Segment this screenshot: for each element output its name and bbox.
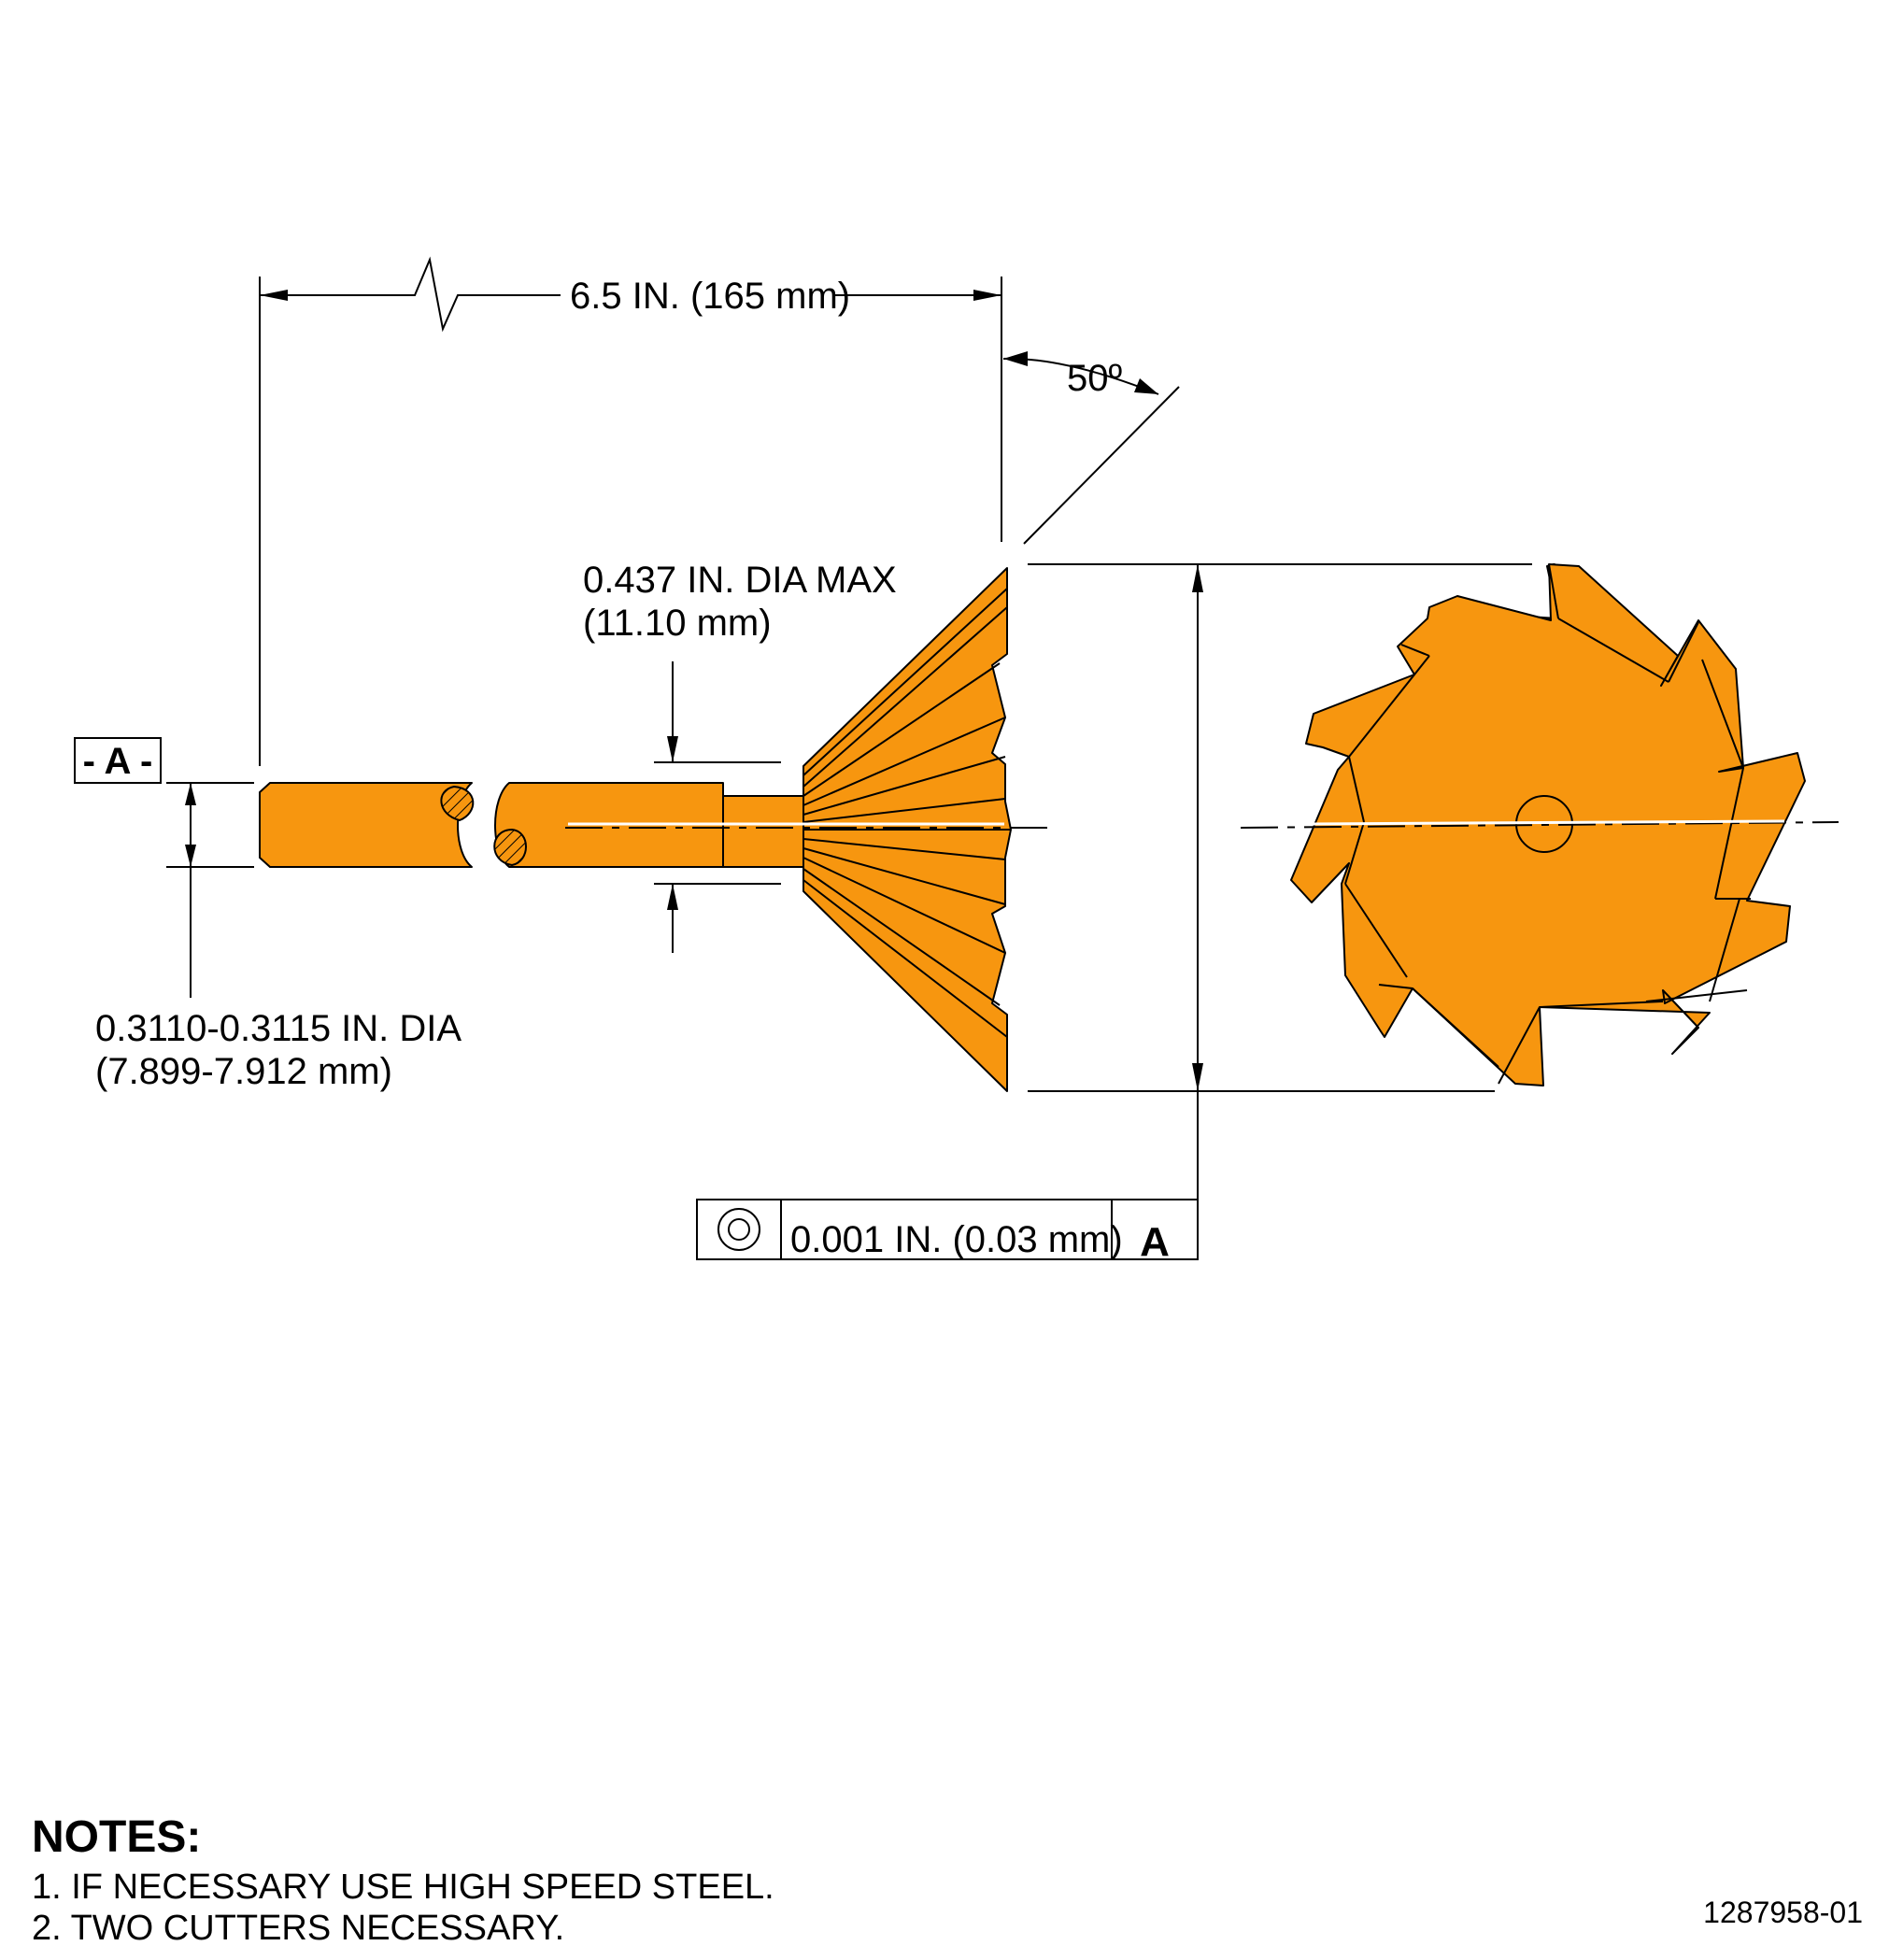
length-dimension: 6.5 IN. (165 mm)	[259, 256, 1002, 766]
end-view	[1240, 563, 1839, 1087]
centerline-end-highlight	[1309, 819, 1785, 826]
shank-dia-dimension: 0.3110-0.3115 IN. DIA (7.899-7.912 mm)	[95, 782, 462, 1092]
notes-block: NOTES: 1. IF NECESSARY USE HIGH SPEED ST…	[32, 1812, 774, 1948]
neck-dia-text: 0.437 IN. DIA MAX	[583, 560, 897, 601]
angle-dimension: 50º	[1002, 351, 1180, 545]
note-item: 1. IF NECESSARY USE HIGH SPEED STEEL.	[32, 1868, 774, 1907]
neck	[722, 795, 804, 868]
neck-dia-dimension: 0.437 IN. DIA MAX (11.10 mm)	[583, 560, 897, 953]
shank-dia-mm-text: (7.899-7.912 mm)	[95, 1051, 392, 1092]
tolerance-value: 0.001 IN. (0.03 mm)	[790, 1219, 1123, 1260]
side-view	[259, 567, 1056, 1092]
note-item: 2. TWO CUTTERS NECESSARY.	[32, 1909, 564, 1948]
concentricity-icon	[717, 1208, 760, 1251]
neck-dia-mm-text: (11.10 mm)	[583, 603, 772, 644]
angle-dim-text: 50º	[1067, 358, 1122, 399]
tolerance-datum-ref: A	[1140, 1219, 1170, 1265]
notes-heading: NOTES:	[32, 1812, 201, 1862]
break-section-lower	[493, 828, 527, 867]
shank-dia-text: 0.3110-0.3115 IN. DIA	[95, 1008, 462, 1049]
cutter-dia-dimension	[1028, 563, 1532, 1259]
shank-left	[259, 782, 473, 868]
centerline-end	[1240, 821, 1839, 829]
feature-control-frame: 0.001 IN. (0.03 mm) A	[696, 1199, 1199, 1265]
length-dim-text: 6.5 IN. (165 mm)	[570, 276, 850, 317]
break-section-upper	[440, 785, 475, 822]
datum-label: - A -	[83, 741, 153, 782]
datum-feature-a: - A -	[74, 737, 162, 784]
document-number: 1287958-01	[1703, 1896, 1863, 1929]
end-view-teeth	[1344, 563, 1751, 1085]
cutter-flutes	[802, 588, 1011, 1038]
